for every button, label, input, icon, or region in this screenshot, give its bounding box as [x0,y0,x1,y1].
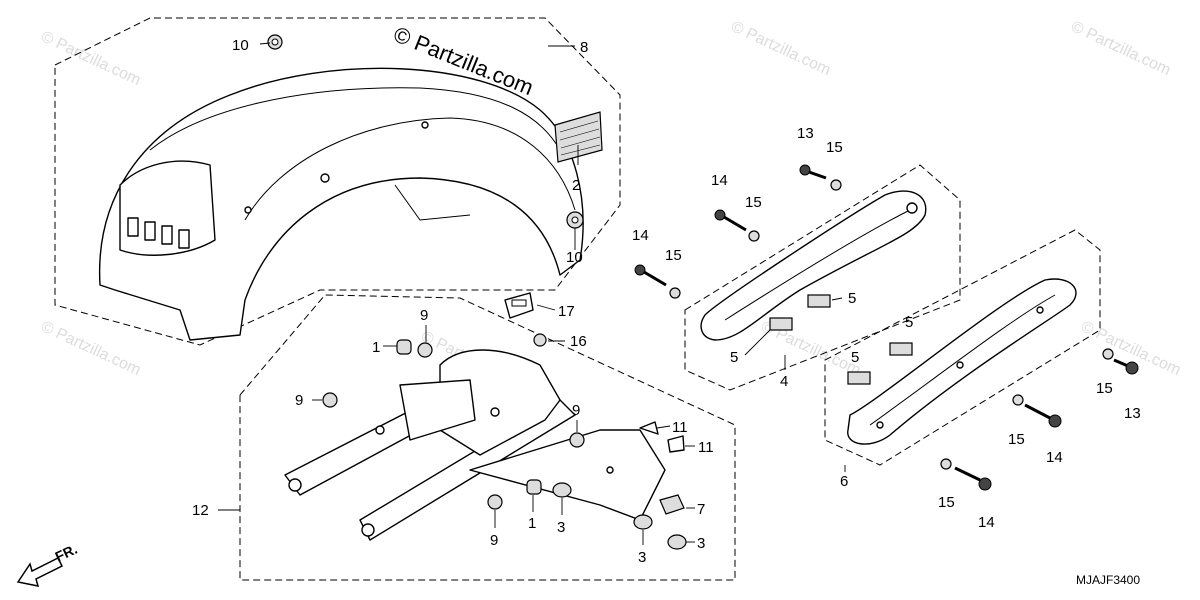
callout-4: 4 [780,373,788,390]
watermark: © Partzilla.com [1068,18,1173,79]
callout-10: 10 [232,37,249,54]
callout-5: 5 [848,290,856,307]
callout-5: 5 [730,349,738,366]
front-label: FR. [53,541,80,565]
callout-2: 2 [572,177,580,194]
callout-14: 14 [978,514,995,531]
washer-part-15 [748,230,760,242]
grommet-part-9 [322,392,338,408]
callout-5: 5 [905,314,913,331]
rear-subframe [284,349,666,541]
callout-5: 5 [851,349,859,366]
grommet-part-9 [417,342,433,358]
watermark: © Partzilla.com [38,28,143,89]
screw-part-16 [533,333,547,347]
callout-14: 14 [1046,449,1063,466]
cushion-part-7 [659,494,685,515]
group-outline-grab-rail-left [824,229,1101,466]
callout-9: 9 [295,392,303,409]
callout-13: 13 [1124,405,1141,422]
washer-part-15 [940,458,952,470]
clip-part-11 [667,435,685,453]
bolt-part-14 [634,264,667,287]
callout-15: 15 [1096,380,1113,397]
callout-15: 15 [745,194,762,211]
callout-15: 15 [1008,431,1025,448]
watermark: © Partzilla.com [728,18,833,79]
callout-15: 15 [665,247,682,264]
callout-16: 16 [570,333,587,350]
bolt-part-14 [954,466,992,491]
callout-14: 14 [711,172,728,189]
callout-17: 17 [558,303,575,320]
watermark: © Partzilla.com [38,318,143,379]
washer-part-15 [830,179,842,191]
callout-3: 3 [557,519,565,536]
callout-1: 1 [528,515,536,532]
cap-part-3 [633,514,653,530]
bolt-part-14 [714,209,747,232]
callout-9: 9 [420,307,428,324]
callout-3: 3 [638,549,646,566]
rear-reflector [554,111,603,163]
callouts: 10 8 2 10 17 16 9 1 9 9 11 11 7 12 1 3 9… [192,37,1141,566]
rear-fender [98,67,584,341]
clip-part-11 [639,421,659,435]
callout-14: 14 [632,227,649,244]
callout-11: 11 [698,439,714,456]
bolt-part-13 [1113,358,1139,375]
callout-7: 7 [697,501,705,518]
diagram-code: MJAJF3400 [1076,573,1140,587]
rubber-part-5 [889,342,913,356]
grab-rail-right [700,190,927,341]
callout-9: 9 [572,402,580,419]
callout-6: 6 [840,473,848,490]
grab-rail-left [847,278,1077,445]
cap-part-1 [396,339,412,355]
washer-part-15 [669,287,681,299]
washer-part-15 [1102,348,1114,360]
callout-13: 13 [797,125,814,142]
bolt-part-14 [1024,403,1062,428]
grommet-part-9 [487,494,503,510]
callout-11: 11 [672,419,688,436]
front-direction-arrow: FR. [16,541,80,587]
grommet-part-9 [569,432,585,448]
group-outline-fender [54,17,621,346]
group-outline-grab-rail-right [684,164,961,391]
bolt-part-13 [799,164,827,180]
callout-8: 8 [580,39,588,56]
callout-9: 9 [490,532,498,549]
callout-3: 3 [697,535,705,552]
rubber-part-5 [847,371,871,385]
cap-part-3 [552,482,572,498]
rubber-part-5 [807,294,831,308]
callout-12: 12 [192,502,209,519]
cap-part-3 [667,534,687,550]
leader-lines [218,42,846,545]
cap-part-1 [526,479,542,495]
callout-15: 15 [826,139,843,156]
callout-15: 15 [938,494,955,511]
washer-part-15 [1012,394,1024,406]
callout-1: 1 [372,339,380,356]
callout-10: 10 [566,249,583,266]
rubber-part-5 [769,317,793,331]
